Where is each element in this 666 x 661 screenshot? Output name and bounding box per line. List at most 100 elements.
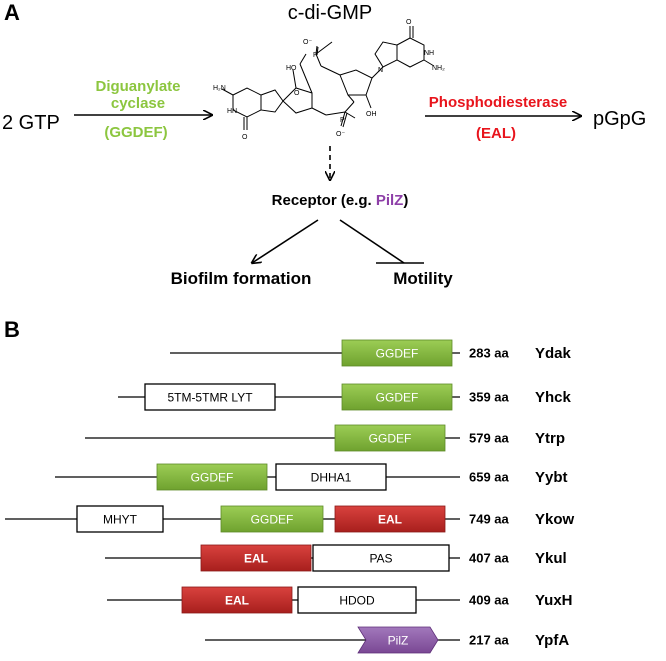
domain-eal: EAL xyxy=(181,586,293,614)
activation-arrow xyxy=(252,219,319,263)
domain-box xyxy=(156,463,268,491)
protein-length: 659 aa xyxy=(469,470,510,485)
domain-box xyxy=(297,586,417,614)
protein-row-ydak: GGDEF 283 aa Ydak xyxy=(170,339,572,367)
domain-label: DHHA1 xyxy=(311,471,352,485)
atom-nh: NH xyxy=(424,50,434,57)
atom-n-right: N xyxy=(378,67,383,74)
hydrolase-label: Phosphodiesterase xyxy=(429,94,567,111)
domain-pas: PAS xyxy=(312,544,450,572)
panel-a-label: A xyxy=(4,0,20,25)
protein-length: 749 aa xyxy=(469,512,510,527)
protein-row-yuxh: EAL HDOD 409 aa YuxH xyxy=(107,586,573,614)
synthase-label-line2: cyclase xyxy=(111,95,165,112)
domain-label: GGDEF xyxy=(376,347,419,361)
protein-row-ytrp: GGDEF 579 aa Ytrp xyxy=(85,424,565,452)
panel-a: A c-di-GMP 2 GTP Diguanylate cyclase (GG… xyxy=(2,0,646,288)
domain-label: GGDEF xyxy=(251,513,294,527)
protein-length: 217 aa xyxy=(469,633,510,648)
domain-box xyxy=(76,505,164,533)
protein-name: Ykul xyxy=(535,550,567,567)
protein-name: Ykow xyxy=(535,511,575,528)
atom-h2n: H₂N xyxy=(213,85,226,92)
domain-box xyxy=(357,626,439,654)
domain-label: EAL xyxy=(378,513,402,527)
domain-ggdef: GGDEF xyxy=(341,383,453,411)
domain-label: HDOD xyxy=(339,594,375,608)
domain-label: 5TM-5TMR LYT xyxy=(167,391,253,405)
right-guanine-five-ring xyxy=(374,41,398,68)
protein-name: YuxH xyxy=(535,592,573,609)
atom-oh: OH xyxy=(366,111,377,118)
receptor-example-pilz: PilZ xyxy=(376,192,404,209)
domain-eal: EAL xyxy=(200,544,312,572)
atom-p-bottom: P xyxy=(340,117,345,124)
atom-o-minus-top: O⁻ xyxy=(303,39,312,46)
domain-ggdef: GGDEF xyxy=(220,505,324,533)
c-di-gmp-structure xyxy=(221,26,435,130)
atom-o-minus-bottom: O⁻ xyxy=(336,131,345,138)
domain-box xyxy=(312,544,450,572)
domain-label: EAL xyxy=(225,594,249,608)
motility-label: Motility xyxy=(393,269,453,288)
domain-box xyxy=(275,463,387,491)
domain-pilz: PilZ xyxy=(357,626,439,654)
domain-label: EAL xyxy=(244,552,268,566)
atom-o-right-carbonyl: O xyxy=(406,19,412,26)
domain-label: GGDEF xyxy=(369,432,412,446)
left-ribose-ring xyxy=(282,87,313,114)
synthase-label-line1: Diguanylate xyxy=(95,78,180,95)
protein-length: 283 aa xyxy=(469,346,510,361)
domain-label: PAS xyxy=(369,552,392,566)
receptor-prefix: Receptor (e.g. xyxy=(272,192,376,209)
domain-label: GGDEF xyxy=(376,391,419,405)
panel-b: B GGDEF 283 aa Ydak 5TM-5TMR LYT GGDEF 359 aa… xyxy=(4,317,575,654)
molecule-title: c-di-GMP xyxy=(288,2,372,24)
domain-box xyxy=(334,505,446,533)
domain-dhha1: DHHA1 xyxy=(275,463,387,491)
protein-row-ypfa: PilZ 217 aa YpfA xyxy=(205,626,569,654)
domain-box xyxy=(341,383,453,411)
atom-hn: HN xyxy=(227,108,237,115)
protein-row-ykow: MHYT GGDEF EAL 749 aa Ykow xyxy=(5,505,575,533)
domain-hdod: HDOD xyxy=(297,586,417,614)
panel-b-label: B xyxy=(4,317,20,342)
inhibition-line xyxy=(339,219,405,264)
right-ribose-ring xyxy=(339,69,373,96)
protein-length: 359 aa xyxy=(469,390,510,405)
domain-mhyt: MHYT xyxy=(76,505,164,533)
domain-ggdef: GGDEF xyxy=(334,424,446,452)
domain-box xyxy=(220,505,324,533)
product-label: pGpG xyxy=(593,108,646,130)
domain-box xyxy=(144,383,276,411)
atom-o-left-carbonyl: O xyxy=(242,134,248,141)
protein-name: Yybt xyxy=(535,469,568,486)
biofilm-formation-label: Biofilm formation xyxy=(171,269,312,288)
domain-label: PilZ xyxy=(388,634,409,648)
domain-ggdef: GGDEF xyxy=(341,339,453,367)
protein-name: Ytrp xyxy=(535,430,565,447)
domain-box xyxy=(341,339,453,367)
atom-nh2: NH₂ xyxy=(432,65,445,72)
left-guanine-six-ring xyxy=(232,87,262,118)
protein-name: YpfA xyxy=(535,632,569,649)
domain-box xyxy=(181,586,293,614)
protein-length: 409 aa xyxy=(469,593,510,608)
domain-box xyxy=(334,424,446,452)
atom-ho: HO xyxy=(286,65,297,72)
receptor-label: Receptor (e.g. PilZ) xyxy=(272,192,409,209)
domain-5tm-5tmr-lyt: 5TM-5TMR LYT xyxy=(144,383,276,411)
receptor-suffix: ) xyxy=(403,192,408,209)
hydrolase-domain-label: (EAL) xyxy=(476,125,516,142)
left-guanine-five-ring xyxy=(260,89,284,113)
domain-eal: EAL xyxy=(334,505,446,533)
right-guanine-six-ring xyxy=(396,37,425,68)
protein-length: 579 aa xyxy=(469,431,510,446)
domain-label: MHYT xyxy=(103,513,138,527)
protein-name: Ydak xyxy=(535,345,572,362)
c-di-gmp-atom-labels: O⁻ P HO O H₂N HN O P O⁻ OH N NH NH₂ O xyxy=(213,19,445,141)
